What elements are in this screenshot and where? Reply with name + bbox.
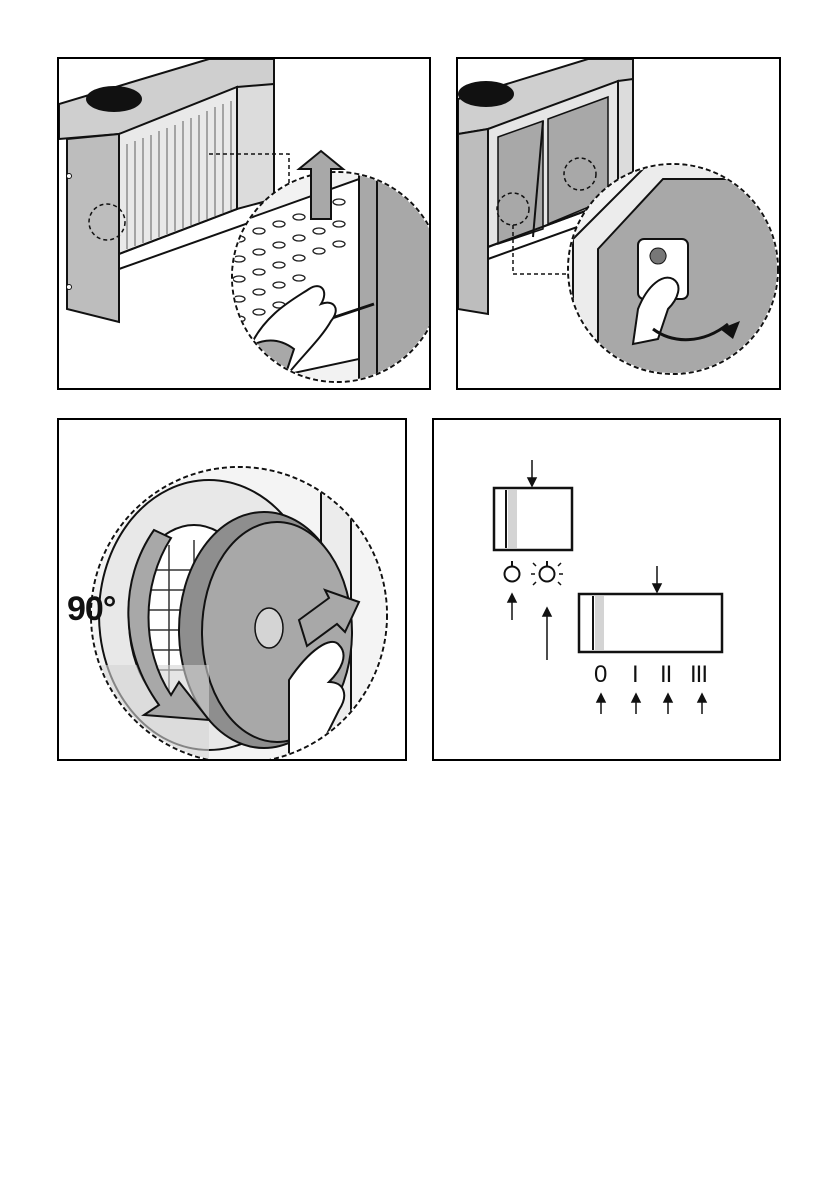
figure-rotate-carbon-filter: 90° [57,418,407,761]
switches-diagram [434,420,779,759]
grease-filter-illustration [59,59,429,388]
fan-speed-2-label: II [660,663,671,687]
light-switch[interactable] [494,488,572,550]
figure-remove-carbon-filter [456,57,781,390]
figure-remove-grease-filter [57,57,431,390]
light-on-icon [531,561,563,585]
fan-speed-1-label: I [632,663,638,687]
vent-hole-icon [458,81,514,107]
carbon-filter-left [498,121,543,244]
carbon-filter-illustration [458,59,779,388]
fan-speed-switch[interactable] [579,594,722,652]
light-off-icon [505,561,520,582]
fan-speed-3-label: III [690,663,707,687]
figure-control-switches: 0 I II III [432,418,781,761]
fan-speed-0-label: 0 [594,663,606,687]
vent-hole-icon [86,86,142,112]
rotation-degree-label: 90° [67,590,115,629]
